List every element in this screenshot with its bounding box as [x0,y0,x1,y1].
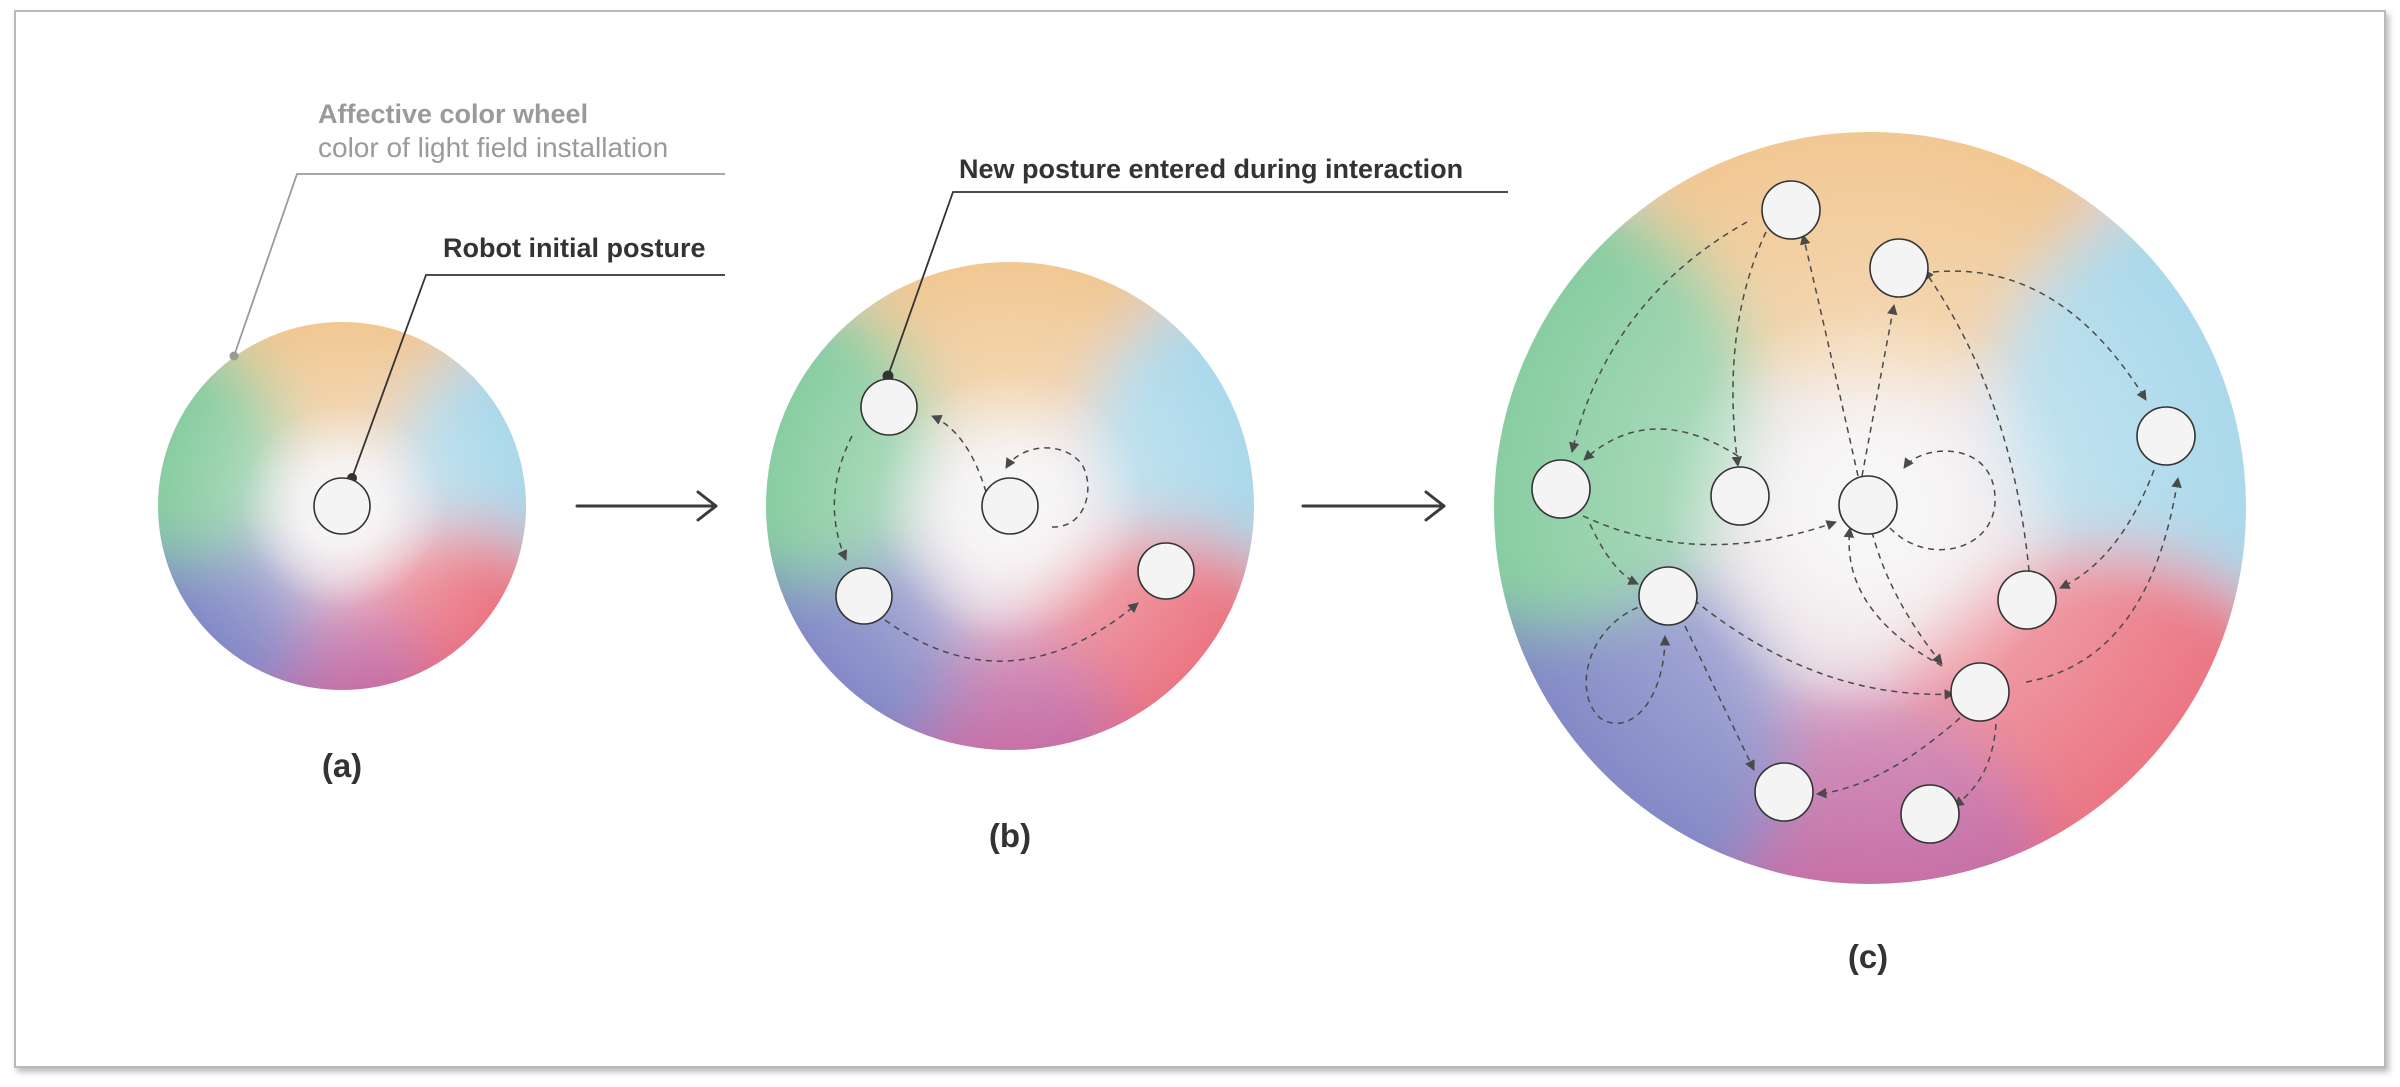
posture-node [1869,238,1929,298]
new-posture-label: New posture entered during interaction [959,154,1463,184]
transition-arrow-a-to-b [575,490,718,522]
posture-node [1761,180,1821,240]
edge-c5 [1800,233,1859,477]
posture-node [1838,475,1898,535]
edge-c1 [1569,221,1748,454]
edge-c13 [1693,599,1956,700]
posture-node [1710,466,1770,526]
posture-node [1950,662,2010,722]
wheel-title-label: Affective color wheel [318,99,588,129]
wheel-leader-line [229,173,725,361]
posture-node [860,378,918,436]
edge-c15 [1585,603,1671,724]
edge-c7 [1582,515,1837,546]
edge-c16 [1843,526,1943,667]
edge-c10 [1923,269,2031,583]
edge-c8 [1589,523,1639,585]
edge-center-to-upper-left [931,415,987,493]
edge-center-self-loop [1005,447,1089,528]
posture-node [2136,406,2196,466]
posture-node [981,477,1039,535]
edge-c9 [1889,450,1996,551]
edge-c3 [1932,270,2147,401]
posture-node [1754,762,1814,822]
posture-node [1900,784,1960,844]
posture-nodes-c [1531,180,2196,844]
posture-node [1137,542,1195,600]
edge-c2 [1731,231,1767,468]
edge-c18 [1815,717,1961,799]
posture-node [835,567,893,625]
color-wheel-c [1494,132,2246,884]
posture-nodes-b [835,378,1195,625]
posture-node [313,477,371,535]
posture-node [1531,459,1591,519]
posture-nodes-a [313,477,371,535]
edge-lower-left-to-right [884,602,1139,662]
edge-c4 [1583,428,1739,461]
initial-posture-label: Robot initial posture [443,233,706,263]
posture-node [1997,570,2057,630]
panel-label-c: (c) [1848,938,1888,975]
wheel-subtitle-label: color of light field installation [318,132,668,163]
transitions-c [1569,221,2182,807]
panel-label-b: (b) [989,817,1031,854]
edge-c17 [1871,531,1943,665]
edge-upper-left-to-lower-left [833,435,853,561]
panel-label-a: (a) [322,747,362,784]
posture-node [1638,566,1698,626]
edge-c6 [1861,303,1898,477]
transitions-b [833,415,1139,662]
edge-c14 [1684,625,1755,771]
transition-arrow-b-to-c [1301,490,1446,522]
